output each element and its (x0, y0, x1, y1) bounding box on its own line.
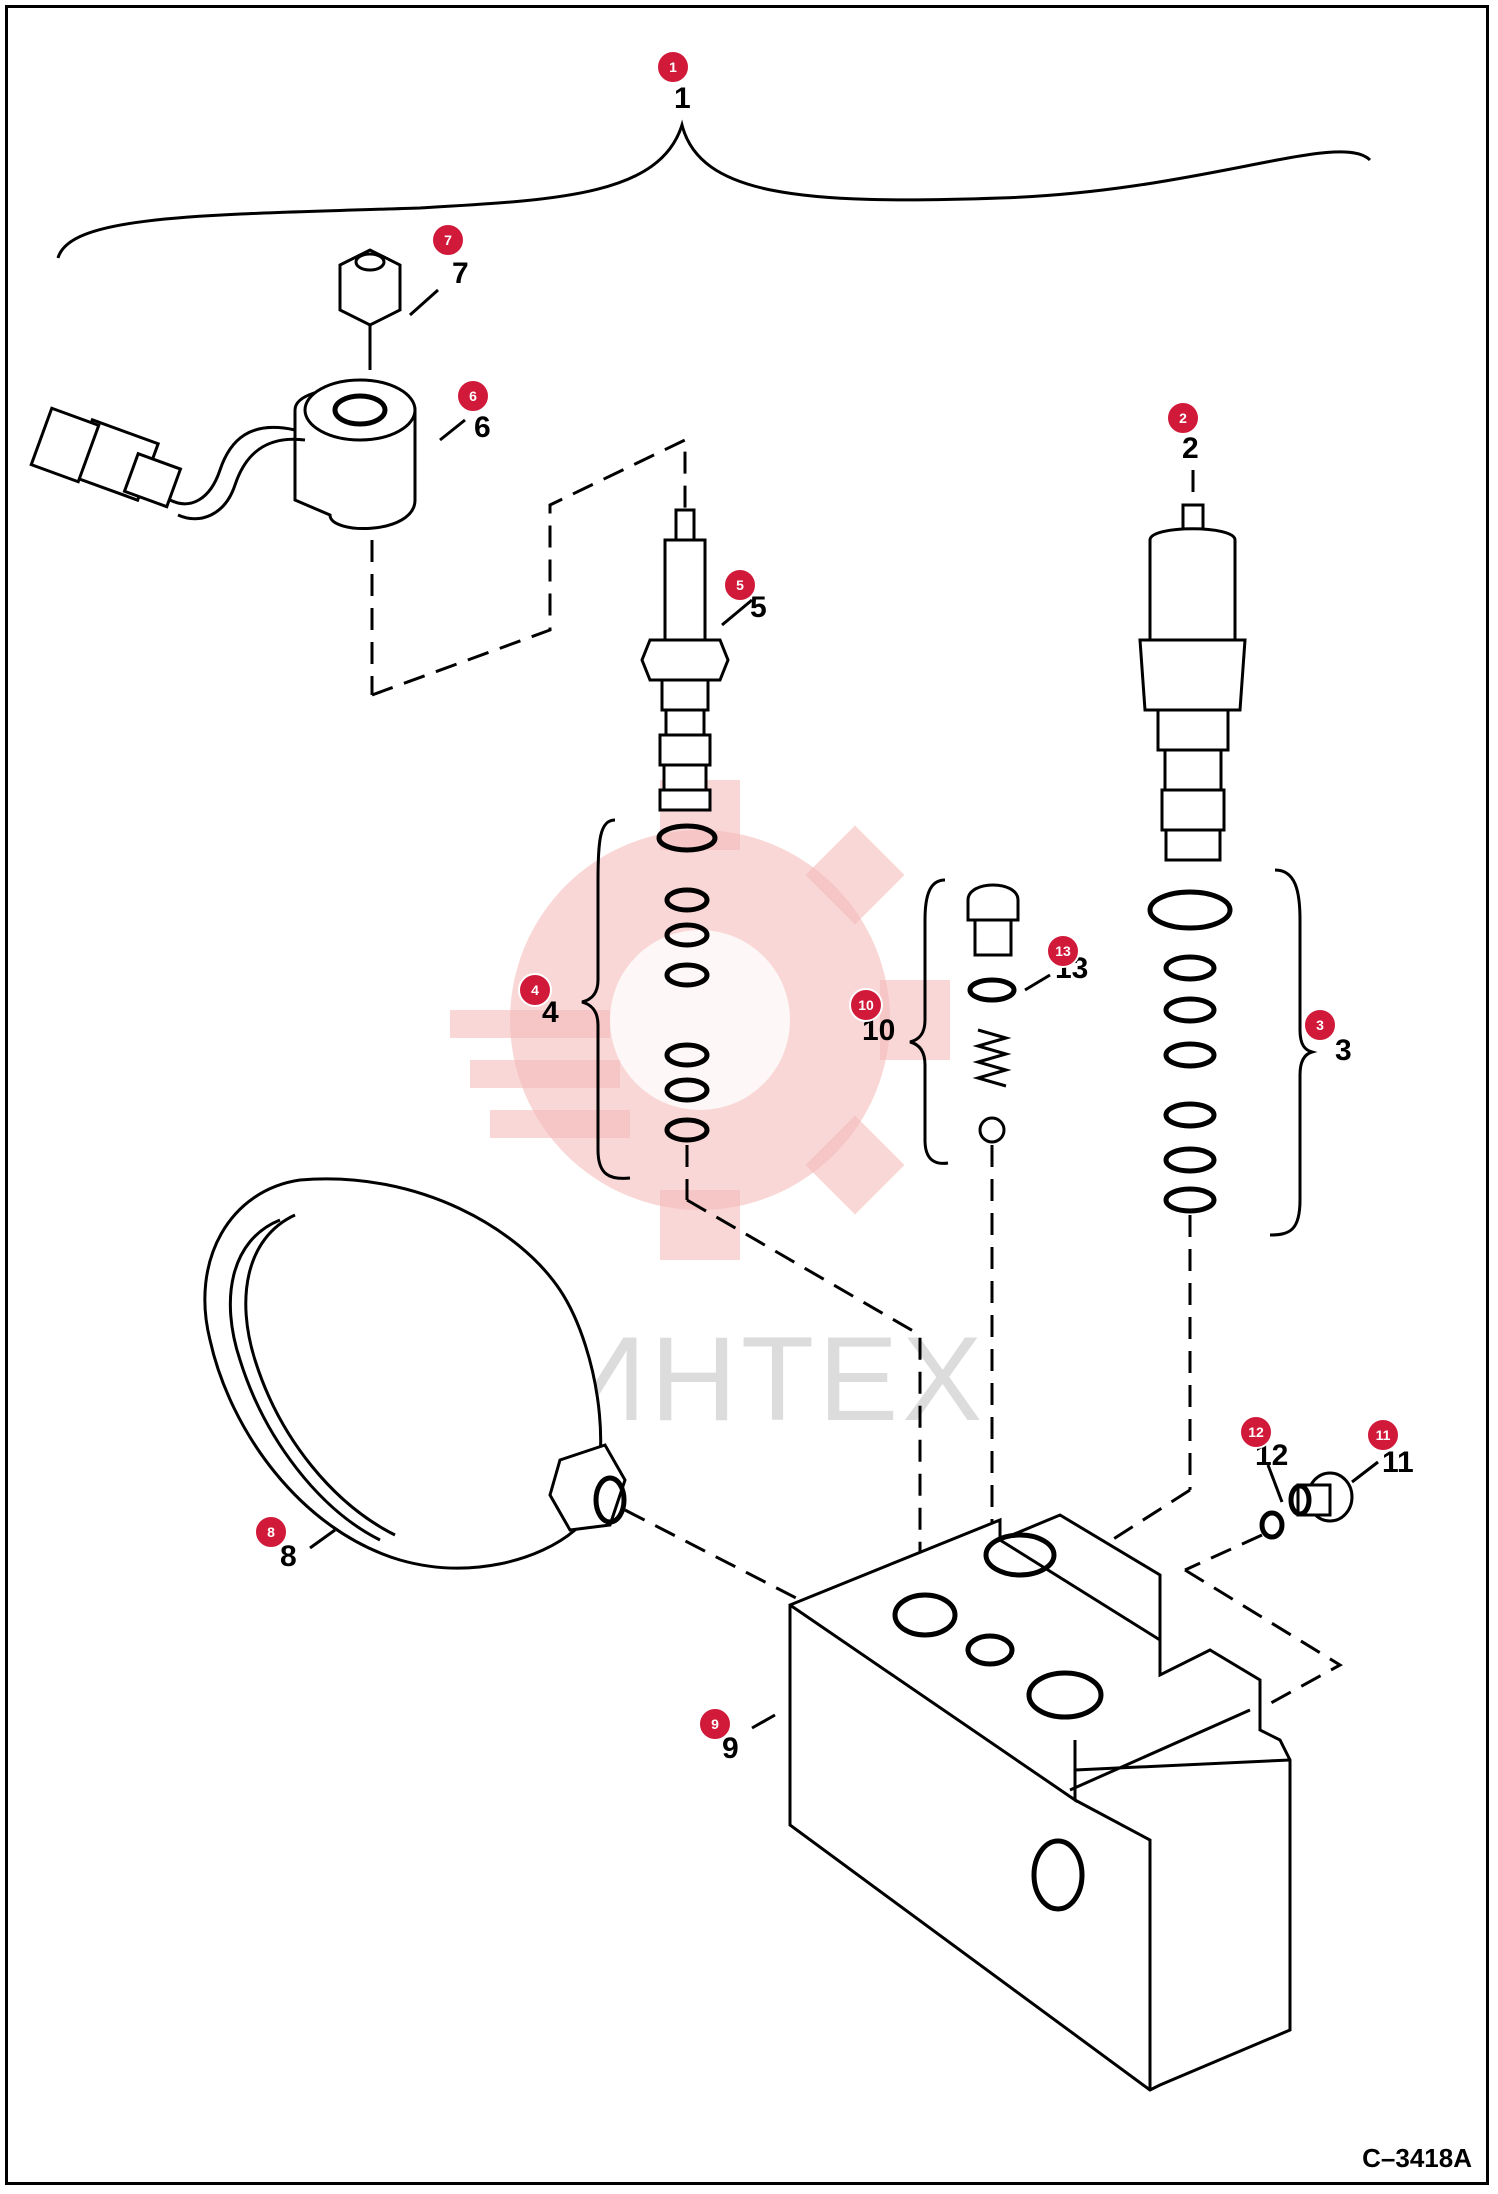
item-number-6: 6 (474, 411, 491, 444)
plug-part-11 (1288, 1471, 1354, 1523)
accumulator-part-8 (203, 1177, 801, 1602)
svg-text:2: 2 (1179, 410, 1187, 426)
watermark-gear-hub (610, 930, 790, 1110)
callout-11[interactable]: 11 (1366, 1418, 1400, 1452)
svg-text:5: 5 (736, 577, 744, 593)
svg-text:7: 7 (444, 232, 452, 248)
svg-text:8: 8 (267, 1524, 275, 1540)
drawing-code-label: C–3418A (1362, 2143, 1472, 2173)
manifold-block-part-9 (788, 1513, 1292, 2092)
nut-part-7 (338, 248, 402, 370)
item-number-2: 2 (1182, 432, 1199, 465)
svg-text:12: 12 (1248, 1424, 1264, 1440)
watermark-text: ИНТЕХ (560, 1312, 986, 1446)
watermark-gear-icon (450, 780, 950, 1260)
svg-text:1: 1 (669, 59, 677, 75)
brace-item-1 (56, 119, 1372, 259)
callout-5[interactable]: 5 (723, 568, 757, 602)
item-number-9: 9 (722, 1732, 739, 1765)
diagram-frame (5, 5, 1489, 2185)
oring-part-12 (1184, 1510, 1343, 1722)
callout-12[interactable]: 12 (1239, 1415, 1273, 1449)
seal-kit-part-3 (1063, 868, 1318, 1675)
svg-text:4: 4 (531, 982, 539, 998)
svg-text:9: 9 (711, 1716, 719, 1732)
callout-6[interactable]: 6 (456, 379, 490, 413)
item-number-11: 11 (1382, 1446, 1414, 1479)
printed-item-numbers: 1 2 3 4 5 6 7 8 9 10 11 12 13 (280, 82, 1414, 1765)
item-number-1: 1 (674, 82, 691, 115)
callout-4[interactable]: 4 (518, 973, 552, 1007)
item-number-5: 5 (750, 591, 767, 624)
leader-lines (309, 288, 1379, 1730)
callout-3[interactable]: 3 (1303, 1008, 1337, 1042)
callout-10[interactable]: 10 (849, 988, 883, 1022)
callout-markers: 1 2 3 4 5 6 7 8 9 10 11 12 13 (254, 50, 1400, 1741)
callout-2[interactable]: 2 (1166, 401, 1200, 435)
item-number-8: 8 (280, 1540, 297, 1573)
callout-9[interactable]: 9 (698, 1707, 732, 1741)
item-number-7: 7 (452, 257, 469, 290)
callout-7[interactable]: 7 (431, 223, 465, 257)
svg-text:6: 6 (469, 388, 477, 404)
svg-text:3: 3 (1316, 1017, 1324, 1033)
check-valve-part-10 (909, 878, 1020, 1640)
callout-8[interactable]: 8 (254, 1515, 288, 1549)
svg-text:13: 13 (1055, 943, 1071, 959)
svg-text:10: 10 (858, 997, 874, 1013)
svg-text:11: 11 (1376, 1427, 1391, 1443)
item-number-3: 3 (1335, 1034, 1352, 1067)
seal-kit-part-4 (581, 818, 922, 1580)
callout-13[interactable]: 13 (1046, 934, 1080, 968)
solenoid-coil-part-6 (29, 378, 687, 697)
callout-1[interactable]: 1 (656, 50, 690, 84)
connector-plug (29, 406, 183, 509)
valve-cartridge-part-5 (640, 508, 730, 812)
relief-cartridge-part-2 (1138, 470, 1247, 862)
item-number-4: 4 (542, 996, 559, 1029)
